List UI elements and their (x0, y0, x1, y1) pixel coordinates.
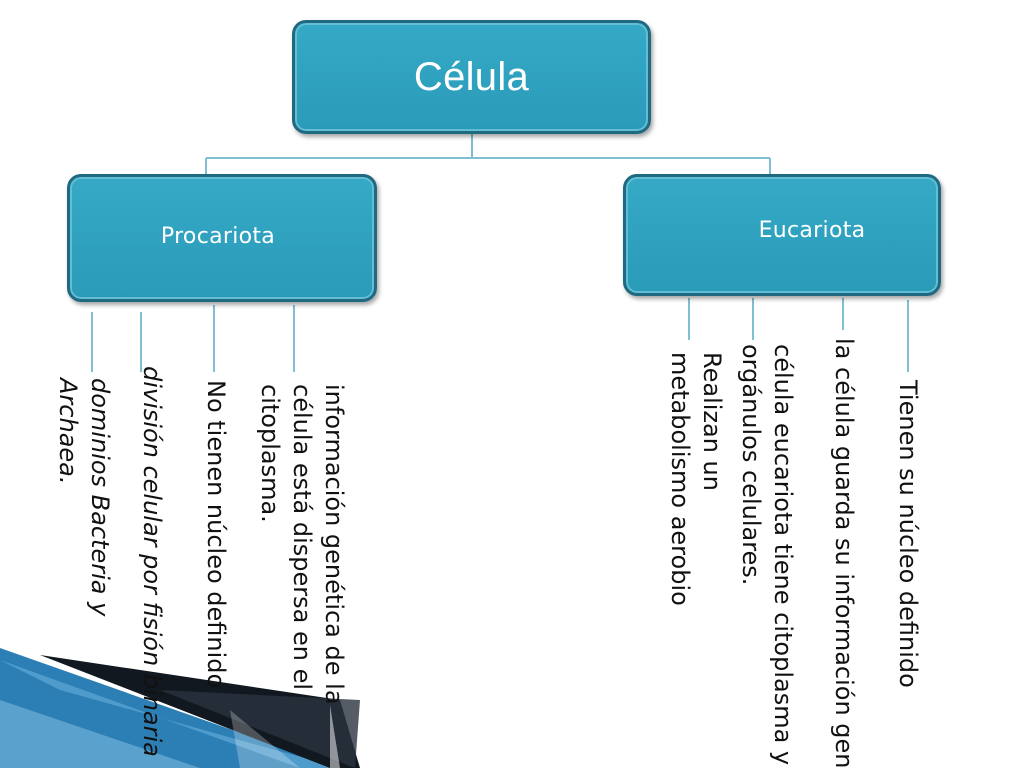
leaf-guarda-informacion: la célula guarda su información genética (830, 338, 858, 768)
node-procariota-label: Procariota (160, 223, 276, 249)
leaf-informacion-genetica: información genética de la célula está d… (256, 384, 348, 705)
leaf-metabolismo: Realizan un metabolismo aerobio (666, 352, 726, 606)
leaf-dominios: dominios Bacteria y Archaea. (54, 378, 114, 617)
leaf-division-celular: división celular por fisión binaria (138, 366, 166, 757)
leaf-citoplasma: célula eucariota tiene citoplasma y orgá… (737, 344, 797, 766)
node-procariota: Procariota (67, 174, 377, 302)
node-eucariota: Eucariota (623, 174, 941, 296)
node-eucariota-label: Eucariota (758, 217, 866, 243)
node-celula: Célula (292, 20, 651, 134)
node-celula-label: Célula (413, 54, 530, 99)
leaf-nucleo-definido: Tienen su núcleo definido (894, 380, 922, 688)
leaf-no-nucleo: No tienen núcleo definido (202, 380, 230, 689)
